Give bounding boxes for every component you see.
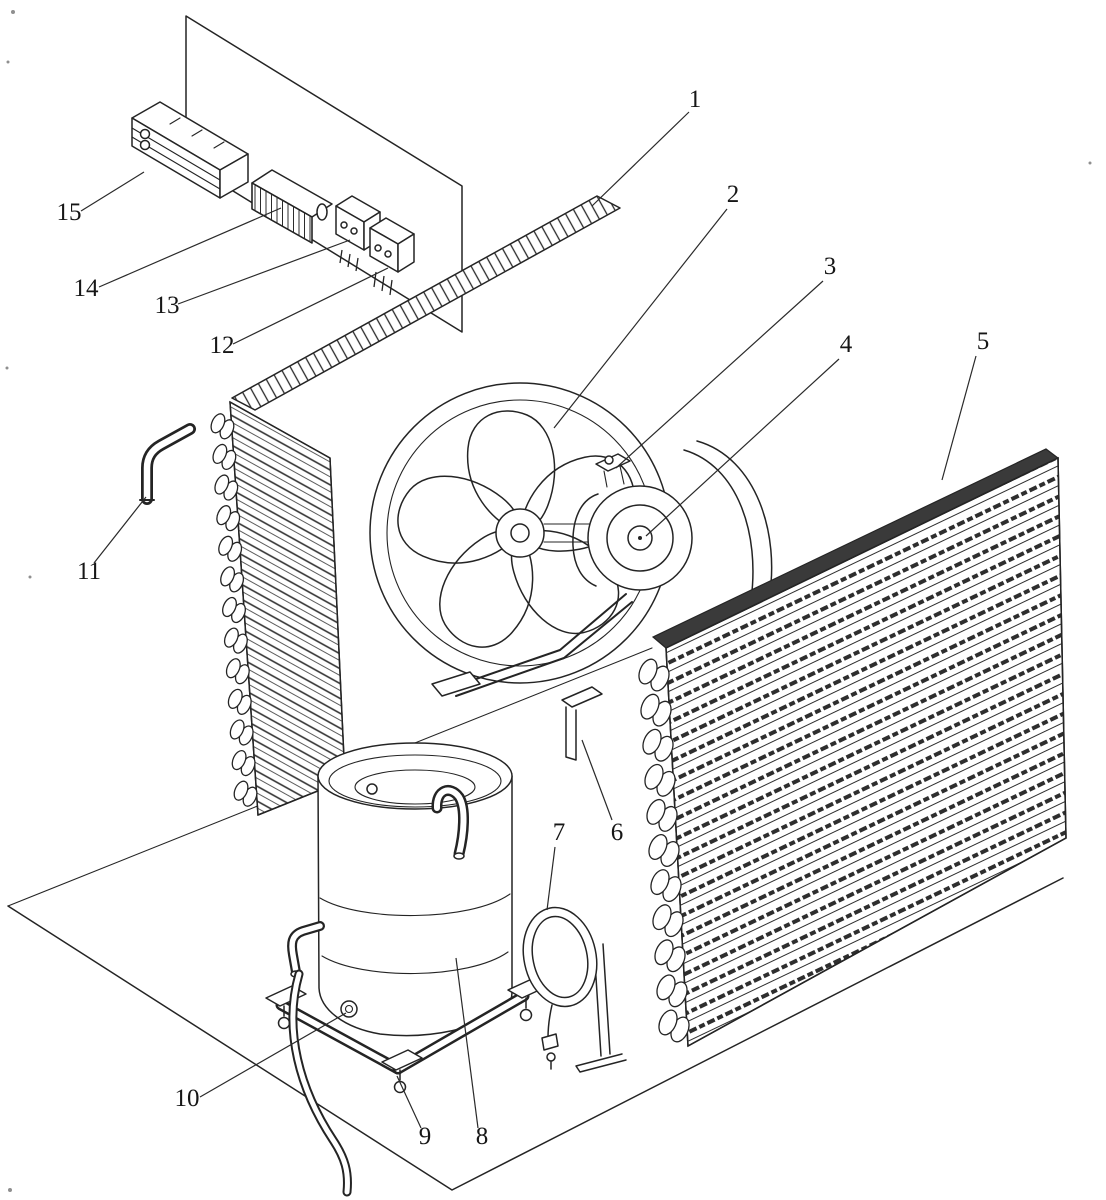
relay-1 (335, 195, 381, 251)
compressor (287, 742, 513, 1037)
support-bracket (561, 686, 603, 761)
compressor-seam (319, 893, 511, 917)
part-label-7: 7 (553, 819, 566, 846)
foot-bolt (277, 1016, 291, 1030)
leader-line-10 (199, 1012, 347, 1098)
relay-screw (340, 221, 348, 229)
right-coil-return-bends (638, 658, 690, 1043)
leader-line-7 (546, 846, 556, 911)
leader-line-11 (93, 496, 147, 564)
part-label-6: 6 (611, 819, 624, 846)
leader-line-8 (455, 957, 479, 1129)
contactor-block (251, 169, 333, 244)
part-label-5: 5 (977, 328, 990, 355)
relay-2 (369, 217, 415, 273)
part-label-10: 10 (175, 1085, 200, 1112)
capacitor-wire (547, 1004, 553, 1039)
part-label-4: 4 (840, 331, 853, 358)
leader-line-4 (645, 358, 840, 537)
strut-foot (431, 671, 481, 697)
terminal-screw (139, 128, 151, 140)
motor-strut (449, 593, 627, 689)
leader-line-2 (553, 208, 728, 429)
part-label-8: 8 (476, 1123, 489, 1150)
mounting-rails-feet (265, 969, 549, 1197)
motor-sweep-arc (683, 449, 754, 601)
left-condenser-coil (210, 400, 346, 817)
compressor-seam (321, 951, 509, 975)
mount-legs (603, 465, 625, 488)
leader-line-14 (98, 207, 282, 288)
part-label-13: 13 (155, 292, 180, 319)
foot-bolt (519, 1008, 533, 1022)
motor-sweep-arc (696, 440, 773, 600)
right-condenser-coil (638, 448, 1067, 1048)
contactor-coil-end (316, 203, 328, 221)
leader-line-3 (615, 280, 824, 469)
control-box (131, 101, 249, 199)
tube-end (453, 852, 465, 860)
leader-lines (80, 111, 977, 1129)
part-label-2: 2 (727, 181, 740, 208)
strap-foot (575, 1053, 627, 1073)
motor-body-back (572, 493, 599, 587)
bracket-flange (561, 686, 603, 708)
relay2-side (397, 233, 415, 273)
mounting-foot (381, 1049, 423, 1071)
dome-stub (366, 783, 378, 795)
part-label-14: 14 (74, 275, 100, 302)
loop-inner (531, 915, 589, 999)
mount-bolt (604, 455, 614, 465)
part-label-1: 1 (689, 86, 702, 113)
fan-motor (572, 440, 773, 601)
motor-center (638, 536, 642, 540)
motor-hub-ring (606, 504, 674, 572)
top-rail (231, 195, 621, 411)
top-rail-hatch (232, 196, 620, 410)
part-labels: 1 2 3 4 5 6 7 8 9 10 11 12 13 14 15 (57, 86, 990, 1150)
relay-screw (374, 244, 382, 252)
capacitor-loop (522, 906, 627, 1073)
part-label-11: 11 (77, 558, 101, 585)
compressor-top-rim (317, 742, 513, 810)
left-coil-fins (229, 400, 346, 817)
left-coil-return-bends (210, 413, 258, 807)
leader-line-1 (591, 111, 690, 207)
leader-line-5 (941, 355, 977, 481)
relay-screw (384, 250, 392, 258)
part-label-3: 3 (824, 253, 837, 280)
wire-plug (541, 1033, 559, 1051)
rubber-grommet-hole (344, 1004, 354, 1014)
leader-line-6 (581, 739, 613, 821)
pipe-bracket (139, 423, 196, 505)
terminal-screw (139, 139, 151, 151)
motor-shaft-boss (627, 525, 653, 551)
compressor-top-inner-rim (328, 754, 502, 808)
leader-line-9 (396, 1075, 422, 1129)
part-label-15: 15 (57, 199, 82, 226)
plug-pin (546, 1052, 556, 1062)
scan-specks (5, 10, 1092, 1192)
motor-strut (455, 601, 633, 697)
relay1-pins (339, 249, 359, 272)
part-label-12: 12 (210, 332, 235, 359)
part-label-9: 9 (419, 1123, 432, 1150)
compressor-dome (354, 769, 476, 805)
fan-hub (495, 508, 545, 558)
fan-hub-center (510, 523, 530, 543)
leader-line-12 (232, 267, 389, 345)
leader-line-15 (80, 171, 145, 212)
base-front-edges (7, 877, 1064, 1191)
relay-screw (350, 227, 358, 235)
contactor-fins (251, 182, 313, 244)
leader-line-13 (177, 239, 351, 305)
